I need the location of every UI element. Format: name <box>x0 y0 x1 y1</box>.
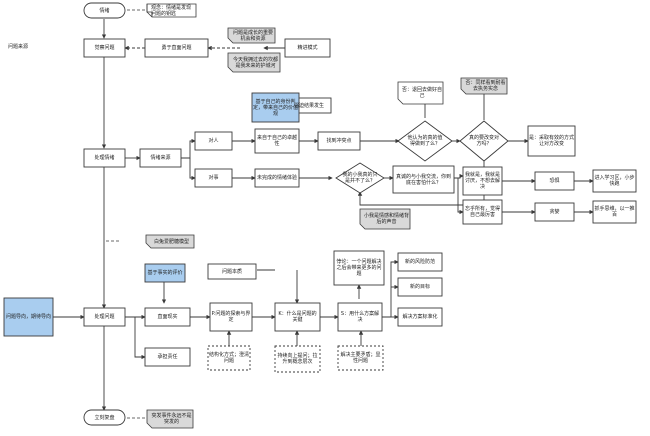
want-all-node: 忘乎所有，觉得自己最厉害 <box>464 206 500 218</box>
key-crux-node: K：什么是问题的关键 <box>278 311 317 323</box>
find-conflict-node: 找到冲突点 <box>326 138 352 144</box>
structured-note: 结构化方式；澄清问题 <box>209 352 250 364</box>
growth-note: 问题是成长的重要机会和资源 <box>232 29 273 42</box>
humble-node: 抓手思维，以一推百 <box>594 206 635 218</box>
inner-voice-box <box>392 165 455 194</box>
new-risk-node: 新的风险防范 <box>404 259 435 265</box>
no-cost-note: 否：同样看到耐看去执务实念 <box>465 80 506 92</box>
yes-change-node: 是：采取有效的方式让对方改变 <box>529 135 575 147</box>
problem-nature-node: 问题本质 <box>221 268 242 275</box>
matter-node: 对事 <box>208 175 219 181</box>
face-reality-node: 直面现实 <box>157 314 178 320</box>
avoid-note: 今天我拥过去的坎都是我未来的护城河 <box>232 56 278 69</box>
emotion-start-node: 情绪 <box>99 7 110 14</box>
face-problem-node: 勇于直面问题 <box>161 45 192 51</box>
thinking-mode-node: 精进模式 <box>297 45 318 51</box>
person-node: 对人 <box>208 138 219 144</box>
solve-plan-node: 解决方案标准化 <box>402 314 438 320</box>
sense-problem-node: 觉察问题 <box>94 45 115 51</box>
bear-duty-node: 承担责任 <box>157 354 178 360</box>
inner-voice-node: 真诚的与小我交流，你到底在害怕什么？ <box>395 173 451 186</box>
problem-from-node: 问题导向，期待导向 <box>5 314 51 320</box>
emotion-source-node: 情绪来源 <box>150 155 171 161</box>
based-self-note: 基于自己的身份判定，带来自己的价值观 <box>253 98 299 117</box>
solve-reason-note: 解决主要矛盾；显性问题 <box>340 352 381 364</box>
others-true-decision: 他认为的真的值得做到了么？ <box>407 135 443 147</box>
small-self-note: 小我是情感和情绪背后的声音 <box>364 213 410 225</box>
no-consider-note: 否：退回去做好自己 <box>402 87 443 99</box>
fear-node: 恐惧 <box>549 178 560 184</box>
white-rabbit-note: 白兔爱肥糖模型 <box>153 238 189 245</box>
forced-note: 强迫结果发生 <box>293 102 324 109</box>
based-fact-note: 基于事实的评价 <box>147 270 183 276</box>
can-be-done-decision: 我的小我真的只是并不了么？ <box>342 172 378 184</box>
really-change-decision: 真的要改变对方吗？ <box>468 135 499 147</box>
handle-problem-node: 处理问题 <box>94 314 115 320</box>
self-worth-node: 来自于自己的卓越性 <box>256 135 297 147</box>
goal-note: 悖论：一个问题解决之后会带来更多的问题 <box>336 259 382 277</box>
unfinished-node: 未完成的情绪体验 <box>256 175 297 181</box>
greed-node: 贪婪 <box>549 209 560 215</box>
solve-method-node: S：用什么方案解决 <box>340 311 380 323</box>
learn-area-node: 进入学习区，小步快跑 <box>594 175 635 187</box>
emotion-note: 观念：情绪是发现问题的钥匙 <box>151 4 192 17</box>
finish-note: 突发事件永远不是突发的 <box>151 413 192 425</box>
finish-node <box>83 409 126 426</box>
emotion-start-node <box>83 2 126 19</box>
handle-emotion-node: 处理情绪 <box>94 155 115 161</box>
side-label: 问题来源 <box>8 44 29 50</box>
connectors <box>53 19 594 411</box>
finish-node: 立刻复盘 <box>94 414 115 421</box>
i-am-me-node: 我就是，我就是讨厌，不想去解决 <box>464 172 500 190</box>
explore-root-node: P.问题的探索与界定 <box>211 311 251 323</box>
new-goal-node: 新的目标 <box>409 284 430 290</box>
continuous-note: 持续向上提问；拉升到概念层次 <box>277 353 318 365</box>
nodes <box>3 2 637 426</box>
